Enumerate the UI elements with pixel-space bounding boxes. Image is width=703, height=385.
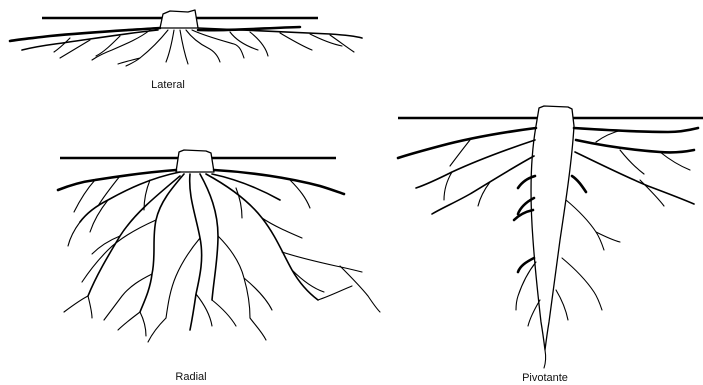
- radial-label: Radial: [175, 371, 206, 383]
- lateral-label: Lateral: [151, 79, 185, 91]
- radial-trunk-stump: [176, 150, 214, 172]
- lateral-trunk-stump: [160, 10, 198, 28]
- lateral-roots: [10, 27, 362, 66]
- pivotante-label: Pivotante: [522, 372, 568, 384]
- lateral-root-system: Lateral: [10, 10, 362, 91]
- pivotante-root-system: Pivotante: [398, 106, 703, 384]
- radial-root-system: Radial: [58, 150, 380, 383]
- radial-roots: [58, 170, 380, 342]
- pivotante-taproot: [531, 106, 574, 350]
